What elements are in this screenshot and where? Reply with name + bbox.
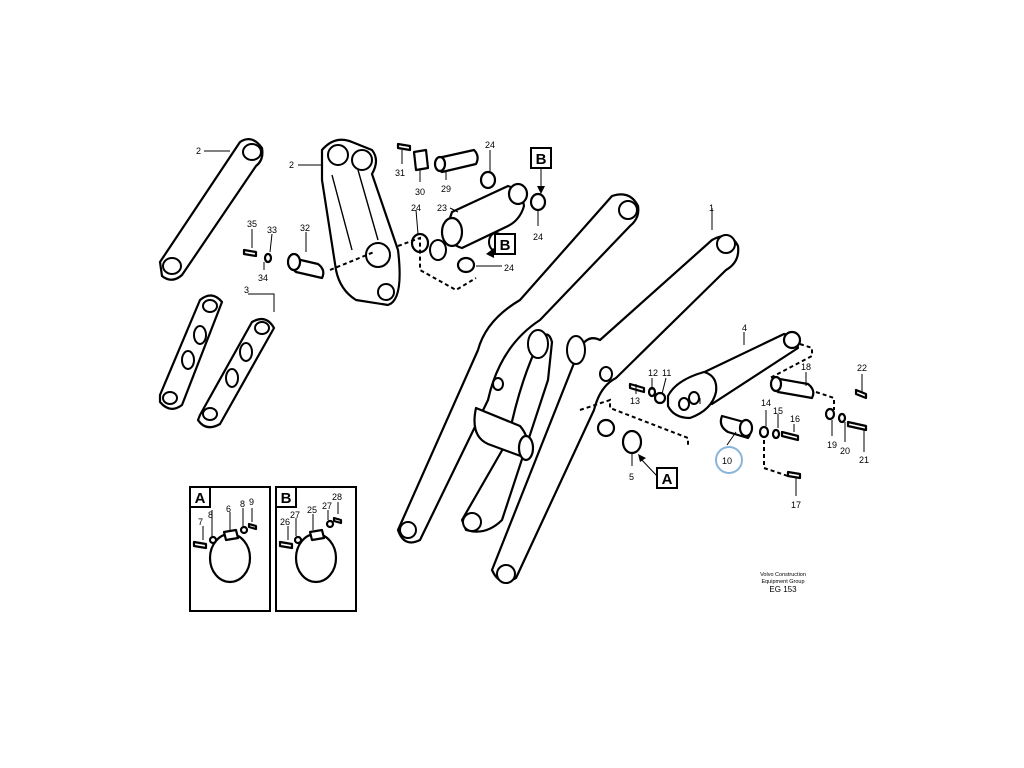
footer-company-line2: Equipment Group [761, 579, 804, 585]
washer-part-33 [263, 252, 273, 264]
ref-box-b-mid: B [486, 233, 516, 258]
boom-arm-part-1 [396, 193, 740, 584]
label-part-24-c: 24 [533, 232, 543, 242]
label-part-4: 4 [742, 323, 747, 333]
label-part-17: 17 [791, 500, 801, 510]
label-part-20: 20 [840, 446, 850, 456]
label-part-31: 31 [395, 168, 405, 178]
label-part-24-a: 24 [485, 140, 495, 150]
label-part-14: 14 [761, 398, 771, 408]
pin-part-18 [769, 375, 815, 400]
assembly-line-part-4 [769, 343, 813, 379]
washer-part-11 [653, 391, 667, 405]
ref-label-b-mid: B [500, 237, 511, 254]
footer-code: EG 153 [769, 585, 797, 594]
label-part-8-detail-a-right: 8 [240, 499, 245, 509]
washer-part-19 [824, 407, 836, 421]
label-part-12: 12 [648, 368, 658, 378]
label-part-34: 34 [258, 273, 268, 283]
assembly-line-part-18 [815, 391, 835, 410]
detail-box-b: B [275, 486, 357, 612]
label-part-27-detail-b-left: 27 [290, 510, 300, 520]
label-part-15: 15 [773, 406, 783, 416]
label-part-9-detail-a: 9 [249, 497, 254, 507]
label-part-35: 35 [247, 219, 257, 229]
plate-part-30 [412, 148, 430, 172]
pin-part-29 [433, 148, 479, 174]
label-part-5: 5 [629, 472, 634, 482]
ring-part-24-a [479, 170, 497, 190]
assembly-line-part-1 [579, 398, 689, 446]
detail-label-b: B [281, 490, 292, 507]
part-labels: 2 2 3 1 4 5 10 11 12 13 14 15 16 17 18 1… [196, 140, 869, 527]
label-part-25-detail-b: 25 [307, 505, 317, 515]
ref-label-b-top: B [536, 151, 547, 168]
label-part-2-bellcrank: 2 [289, 160, 294, 170]
assembly-line-pin32 [329, 251, 375, 271]
detail-label-a: A [195, 490, 206, 507]
grease-nipple-part-22 [854, 388, 868, 400]
pin-part-10 [719, 414, 754, 440]
link-part-2-left [158, 137, 264, 281]
footer: Volvo Construction Equipment Group EG 15… [760, 572, 806, 594]
ring-part-24-d [456, 256, 476, 274]
label-part-10: 10 [722, 456, 732, 466]
bellcrank-part-2 [320, 138, 401, 307]
label-part-7-detail-a: 7 [198, 517, 203, 527]
washer-part-14 [758, 425, 770, 439]
label-part-27-detail-b-right: 27 [322, 501, 332, 511]
label-part-19: 19 [827, 440, 837, 450]
assembly-line-b-top [397, 236, 477, 292]
washer-part-20 [837, 412, 847, 424]
washer-part-15 [771, 428, 781, 440]
label-part-32: 32 [300, 223, 310, 233]
label-part-24-b: 24 [411, 203, 421, 213]
label-part-21: 21 [859, 455, 869, 465]
label-part-11: 11 [662, 368, 671, 378]
ref-box-a-main: A [638, 454, 678, 489]
detail-box-a: A [189, 486, 271, 612]
bolt-part-21 [846, 420, 868, 432]
assembly-line-part-17 [763, 440, 789, 477]
label-part-13: 13 [630, 396, 640, 406]
label-part-29: 29 [441, 184, 451, 194]
bolt-part-31 [396, 142, 412, 152]
highlight-part-10 [715, 446, 743, 474]
label-part-18: 18 [801, 362, 811, 372]
footer-company-line1: Volvo Construction [760, 572, 806, 578]
bolt-part-35 [242, 248, 258, 258]
pin-part-32 [286, 252, 325, 280]
bolt-part-16 [780, 430, 800, 442]
bolt-part-13 [628, 382, 646, 394]
leader-lines [204, 150, 865, 496]
ring-part-5 [621, 429, 643, 455]
label-part-30: 30 [415, 187, 425, 197]
ref-box-b-top: B [530, 147, 552, 194]
label-part-16: 16 [790, 414, 800, 424]
label-part-33: 33 [267, 225, 277, 235]
ring-part-24-c [529, 192, 547, 212]
grease-nipple-part-17 [786, 470, 802, 480]
label-part-6-detail-a: 6 [226, 504, 231, 514]
ref-label-a-main: A [662, 471, 673, 488]
label-part-26-detail-b: 26 [280, 517, 290, 527]
label-part-1: 1 [709, 203, 714, 213]
label-part-8-detail-a-left: 8 [208, 510, 213, 520]
cylinder-part-4 [666, 330, 802, 420]
label-part-3: 3 [244, 285, 249, 295]
label-part-23: 23 [437, 203, 447, 213]
label-part-24-d: 24 [504, 263, 514, 273]
label-part-22: 22 [857, 363, 867, 373]
links-part-3 [158, 294, 276, 429]
label-part-2-left: 2 [196, 146, 201, 156]
label-part-28-detail-b: 28 [332, 492, 342, 502]
